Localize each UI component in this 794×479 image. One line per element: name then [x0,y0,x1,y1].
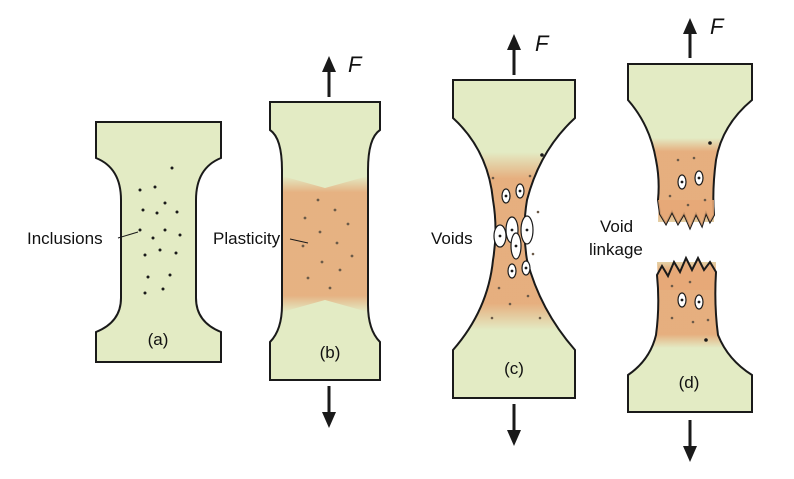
plastic-inclusion-dots-d [668,156,710,324]
void-linkage-label-line1: Void [600,217,633,236]
force-arrow-up-b [322,56,336,97]
force-arrow-up-c [507,34,521,75]
fracture-surface-lower [627,255,753,413]
specimen-a: Inclusions (a) [27,121,222,363]
force-label-b: F [348,52,363,77]
void-centers-d [680,141,712,342]
void-linkage-label-line2: linkage [589,240,643,259]
force-arrow-down-b [322,386,336,428]
plastic-inclusion-dots [301,198,354,290]
specimen-d: Void linkage (d) F [589,14,753,462]
caption-d: (d) [679,373,700,392]
specimen-a-body [95,121,222,363]
inclusion-dots [138,166,182,295]
specimen-b: Plasticity (b) F [213,52,381,428]
plasticity-leader-line [289,238,309,244]
caption-c: (c) [504,359,524,378]
inclusions-leader-line [117,231,139,239]
caption-b: (b) [320,343,341,362]
force-label-c: F [535,31,550,56]
inclusions-label: Inclusions [27,229,103,248]
force-arrow-up-d [683,18,697,58]
voids-label: Voids [431,229,473,248]
plastic-zone-b [282,176,368,312]
force-label-d: F [710,14,725,39]
caption-a: (a) [148,330,169,349]
specimen-c: Voids (c) F [431,31,576,446]
force-arrow-down-d [683,420,697,462]
void-centers-c [498,153,544,273]
plastic-inclusion-dots-c [490,174,542,320]
force-arrow-down-c [507,404,521,446]
plasticity-label: Plasticity [213,229,281,248]
